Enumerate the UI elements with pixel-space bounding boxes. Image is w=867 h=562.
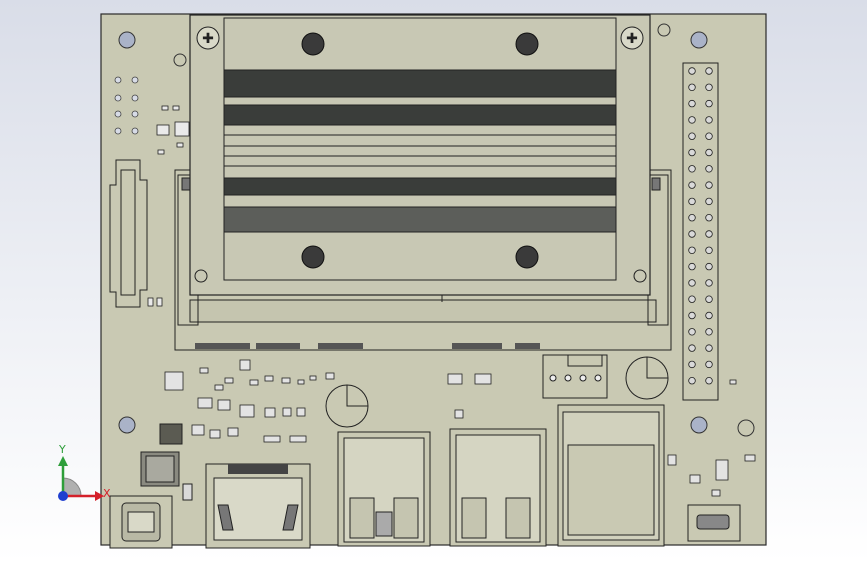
gpio-pin — [688, 197, 696, 206]
gpio-pin — [688, 181, 696, 189]
ethernet-port — [557, 404, 665, 547]
heatsink-screw-hole — [301, 32, 325, 56]
via-array — [114, 76, 139, 135]
triad-y-label: Y — [58, 443, 66, 456]
gpio-pin — [705, 311, 713, 320]
mounting-hole — [690, 31, 708, 49]
gpio-pin — [688, 116, 696, 124]
gpio-pin — [705, 377, 713, 385]
led — [182, 483, 193, 501]
gpio-pin — [705, 262, 713, 271]
gpio-pin — [688, 262, 696, 271]
gpio-pin — [705, 295, 713, 303]
gpio-pin — [705, 360, 713, 369]
gpio-pin — [688, 99, 696, 108]
gpio-pin — [705, 246, 713, 254]
gpio-pin — [705, 328, 713, 336]
svg-text:✚: ✚ — [202, 31, 214, 47]
hdmi-port — [205, 463, 311, 549]
gpio-pin — [688, 67, 696, 75]
gpio-pin — [705, 132, 713, 140]
heatsink — [223, 17, 617, 281]
smd-components — [147, 105, 190, 307]
gpio-pin — [705, 181, 713, 189]
gpio-pin — [705, 165, 713, 173]
gpio-pin — [688, 279, 696, 287]
gpio-pin — [688, 311, 696, 320]
gpio-pin — [688, 213, 696, 222]
micro-usb-port — [687, 504, 741, 542]
gpio-pin — [705, 230, 713, 238]
gpio-pin — [688, 328, 696, 336]
usb-c-port — [109, 495, 173, 549]
gpio-pin — [705, 213, 713, 222]
mounting-hole — [690, 416, 708, 434]
module-screw — [620, 26, 644, 50]
gpio-pin — [688, 360, 696, 369]
gpio-pin — [688, 165, 696, 173]
gpio-pin — [688, 230, 696, 238]
gpio-pin — [705, 67, 713, 75]
gpio-pin — [705, 116, 713, 124]
mounting-hole — [737, 419, 755, 437]
heatsink-screw-hole — [301, 245, 325, 269]
chip — [159, 423, 183, 445]
board-edge-pads — [195, 343, 540, 349]
gpio-pin — [705, 99, 713, 108]
gpio-pin — [688, 377, 696, 385]
heatsink-screw-hole — [515, 32, 539, 56]
gpio-pin — [705, 344, 713, 352]
coordinate-triad[interactable]: Y X — [58, 443, 111, 501]
gpio-pin — [688, 246, 696, 254]
side-connector — [109, 159, 148, 308]
usb-a-port-stack — [449, 428, 547, 547]
triad-x-label: X — [103, 487, 111, 500]
gpio-pin — [705, 197, 713, 206]
mounting-hole — [118, 31, 136, 49]
smd-components — [164, 359, 756, 497]
svg-text:✚: ✚ — [626, 31, 638, 47]
gpio-pin — [705, 83, 713, 91]
gpio-pin — [688, 132, 696, 140]
gpio-pin — [688, 83, 696, 91]
gpio-header — [682, 62, 719, 401]
gpio-pin — [705, 148, 713, 157]
fan-connector — [542, 354, 608, 399]
gpio-pin — [688, 295, 696, 303]
round-component — [325, 356, 669, 428]
gpio-pin — [688, 148, 696, 157]
gpio-pin — [688, 344, 696, 352]
gpio-pin — [705, 279, 713, 287]
heatsink-screw-hole — [515, 245, 539, 269]
usb-a-port-stack — [337, 431, 431, 547]
mounting-hole — [118, 416, 136, 434]
module-screw — [196, 26, 220, 50]
